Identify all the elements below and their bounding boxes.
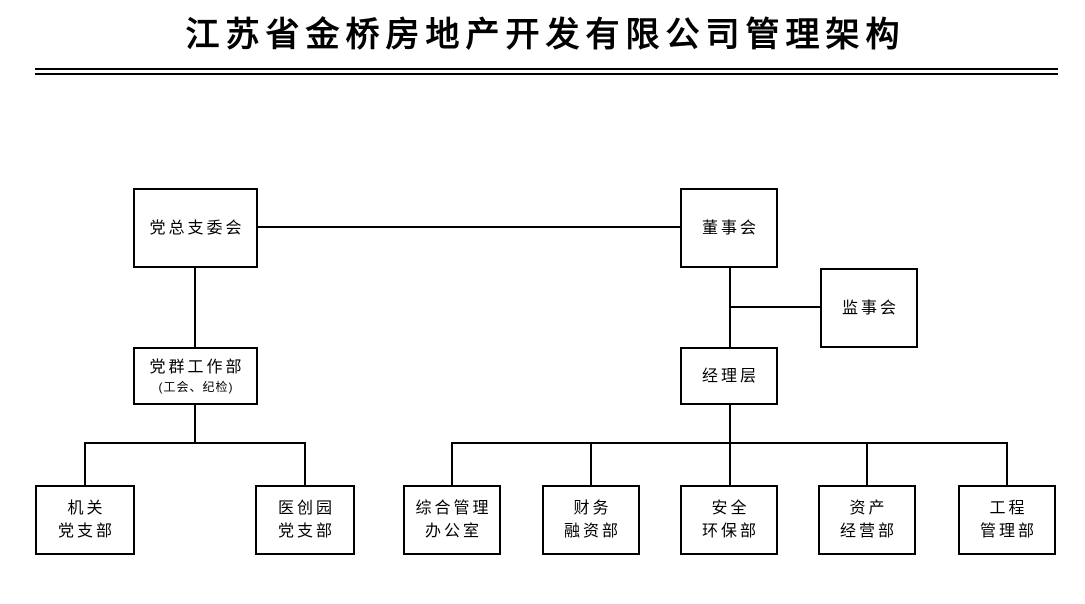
title-double-rule xyxy=(35,68,1058,75)
connector-left-rail xyxy=(84,442,306,444)
node-party-committee: 党总支委会 xyxy=(133,188,258,268)
connector-management-down xyxy=(729,404,731,444)
node-organ-party-branch-line2: 党支部 xyxy=(57,523,115,540)
connector-supervisory-branch xyxy=(729,306,821,308)
node-party-mass-work-dept-label: 党群工作部 xyxy=(149,359,245,376)
node-engineering-mgmt-dept: 工程 管理部 xyxy=(958,485,1056,555)
node-management-level: 经理层 xyxy=(680,347,778,405)
connector-party-committee-down xyxy=(194,268,196,348)
node-organ-party-branch: 机关 党支部 xyxy=(35,485,135,555)
node-safety-env-dept-line1: 安全 xyxy=(711,500,750,517)
page-title: 江苏省金桥房地产开发有限公司管理架构 xyxy=(185,15,906,55)
node-asset-operation-dept-line2: 经营部 xyxy=(839,523,897,540)
connector-party-committee-board xyxy=(256,226,682,228)
node-engineering-mgmt-dept-line2: 管理部 xyxy=(979,523,1037,540)
connector-board-management xyxy=(729,268,731,348)
node-finance-financing-dept: 财务 融资部 xyxy=(542,485,640,555)
node-party-mass-work-dept: 党群工作部 (工会、纪检) xyxy=(133,347,258,405)
node-medical-park-party-branch: 医创园 党支部 xyxy=(255,485,355,555)
node-asset-operation-dept: 资产 经营部 xyxy=(818,485,916,555)
node-party-committee-label: 党总支委会 xyxy=(149,219,245,237)
connector-drop-general-office xyxy=(451,442,453,485)
node-medical-park-party-branch-line1: 医创园 xyxy=(277,500,335,517)
connector-drop-medical-park-branch xyxy=(304,442,306,485)
node-supervisory-board-label: 监事会 xyxy=(841,299,899,317)
node-organ-party-branch-line1: 机关 xyxy=(67,500,106,517)
node-finance-financing-dept-line2: 融资部 xyxy=(563,523,621,540)
node-medical-park-party-branch-line2: 党支部 xyxy=(277,523,335,540)
node-finance-financing-dept-line1: 财务 xyxy=(573,500,612,517)
connector-drop-organ-branch xyxy=(84,442,86,485)
node-general-mgmt-office-line1: 综合管理 xyxy=(415,500,492,517)
node-general-mgmt-office: 综合管理 办公室 xyxy=(403,485,501,555)
node-board-of-directors: 董事会 xyxy=(680,188,778,268)
connector-party-mass-down xyxy=(194,404,196,444)
connector-drop-asset xyxy=(866,442,868,485)
connector-drop-engineering xyxy=(1006,442,1008,485)
node-party-mass-work-dept-note: (工会、纪检) xyxy=(158,380,234,394)
node-asset-operation-dept-line1: 资产 xyxy=(849,500,888,517)
connector-drop-finance xyxy=(590,442,592,485)
node-engineering-mgmt-dept-line1: 工程 xyxy=(989,500,1028,517)
node-safety-env-dept: 安全 环保部 xyxy=(680,485,778,555)
node-safety-env-dept-line2: 环保部 xyxy=(701,523,759,540)
node-board-of-directors-label: 董事会 xyxy=(701,219,759,237)
node-general-mgmt-office-line2: 办公室 xyxy=(424,523,482,540)
node-management-level-label: 经理层 xyxy=(701,367,759,385)
node-supervisory-board: 监事会 xyxy=(820,268,918,348)
connector-drop-safety xyxy=(729,442,731,485)
